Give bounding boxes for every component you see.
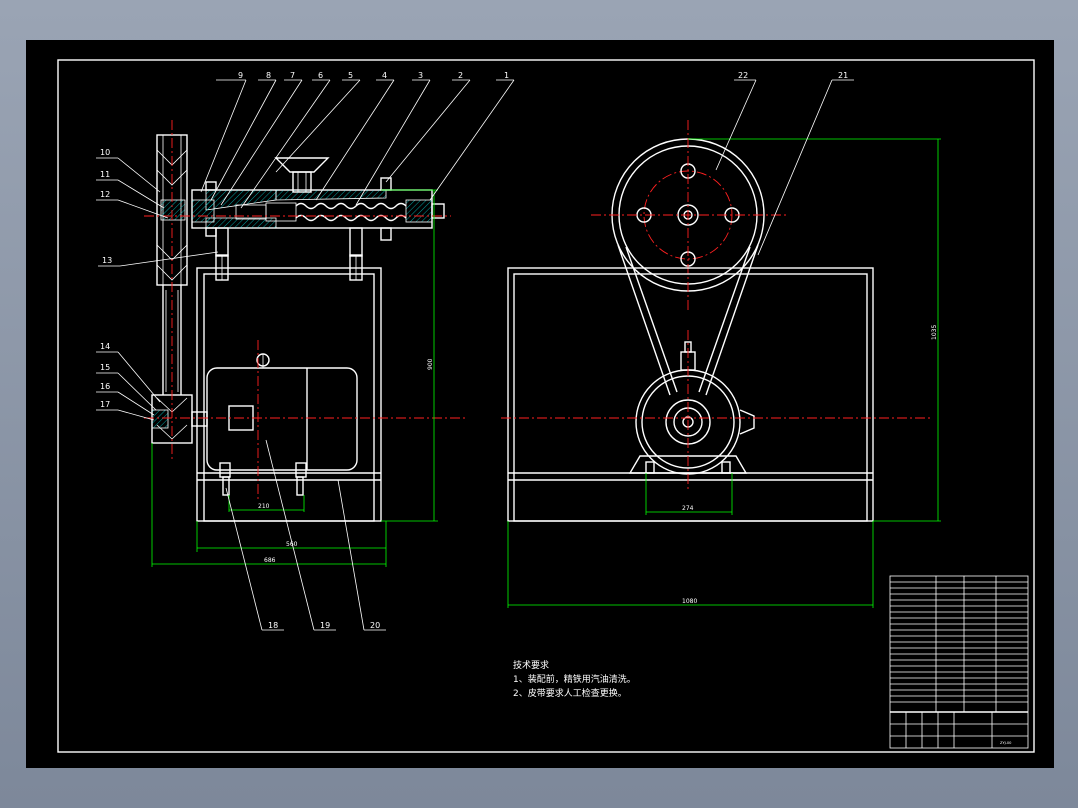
screw-flight bbox=[295, 202, 407, 210]
dim-900: 900 bbox=[427, 358, 434, 370]
notes-line-2: 2、皮带要求人工检查更换。 bbox=[513, 687, 627, 699]
balloon-5: 5 bbox=[348, 71, 353, 80]
balloon-18: 18 bbox=[268, 621, 278, 630]
balloon-2: 2 bbox=[458, 71, 463, 80]
dim-274: 274 bbox=[682, 505, 694, 512]
technical-requirements: 技术要求 1、装配前，精铁用汽油清洗。 2、皮带要求人工检查更换。 bbox=[513, 659, 636, 699]
title-block: ZYJ-00 bbox=[889, 575, 1029, 749]
front-view-balloons: 9 8 7 6 5 4 3 2 1 10 11 12 13 bbox=[96, 71, 515, 631]
hopper bbox=[274, 157, 330, 173]
balloon-22: 22 bbox=[738, 71, 748, 80]
side-frame bbox=[507, 267, 874, 522]
balloon-19: 19 bbox=[320, 621, 330, 630]
drawing-number: ZYJ-00 bbox=[1000, 741, 1012, 745]
notes-line-1: 1、装配前，精铁用汽油清洗。 bbox=[513, 673, 636, 685]
balloon-15: 15 bbox=[100, 363, 110, 372]
balloon-9: 9 bbox=[238, 71, 243, 80]
balloon-1: 1 bbox=[504, 71, 509, 80]
front-view: 210 560 686 900 bbox=[144, 120, 466, 567]
assembly-drawing: 210 560 686 900 9 8 7 6 5 4 3 bbox=[57, 59, 1035, 753]
balloon-6: 6 bbox=[318, 71, 323, 80]
notes-title: 技术要求 bbox=[513, 659, 549, 671]
drawing-sheet: 210 560 686 900 9 8 7 6 5 4 3 bbox=[26, 40, 1054, 768]
side-belt bbox=[617, 244, 671, 396]
balloon-8: 8 bbox=[266, 71, 271, 80]
balloon-13: 13 bbox=[102, 256, 112, 265]
balloon-16: 16 bbox=[100, 382, 110, 391]
dim-560: 560 bbox=[286, 541, 298, 548]
barrel-bolt-bottom bbox=[380, 227, 392, 241]
dim-210: 210 bbox=[258, 503, 270, 510]
frame-border bbox=[57, 59, 1035, 753]
machine-frame bbox=[196, 267, 382, 522]
dim-686: 686 bbox=[264, 557, 276, 564]
balloon-17: 17 bbox=[100, 400, 110, 409]
barrel-bolt-top bbox=[380, 177, 392, 191]
side-view: 274 1080 1035 22 21 bbox=[501, 71, 941, 608]
balloon-11: 11 bbox=[100, 170, 110, 179]
balloon-21: 21 bbox=[838, 71, 848, 80]
balloon-3: 3 bbox=[418, 71, 423, 80]
dim-1080: 1080 bbox=[682, 598, 697, 605]
balloon-10: 10 bbox=[100, 148, 110, 157]
balloon-14: 14 bbox=[100, 342, 110, 351]
balloon-4: 4 bbox=[382, 71, 387, 80]
balloon-12: 12 bbox=[100, 190, 110, 199]
balloon-7: 7 bbox=[290, 71, 295, 80]
balloon-20: 20 bbox=[370, 621, 380, 630]
dim-1035: 1035 bbox=[931, 325, 938, 340]
